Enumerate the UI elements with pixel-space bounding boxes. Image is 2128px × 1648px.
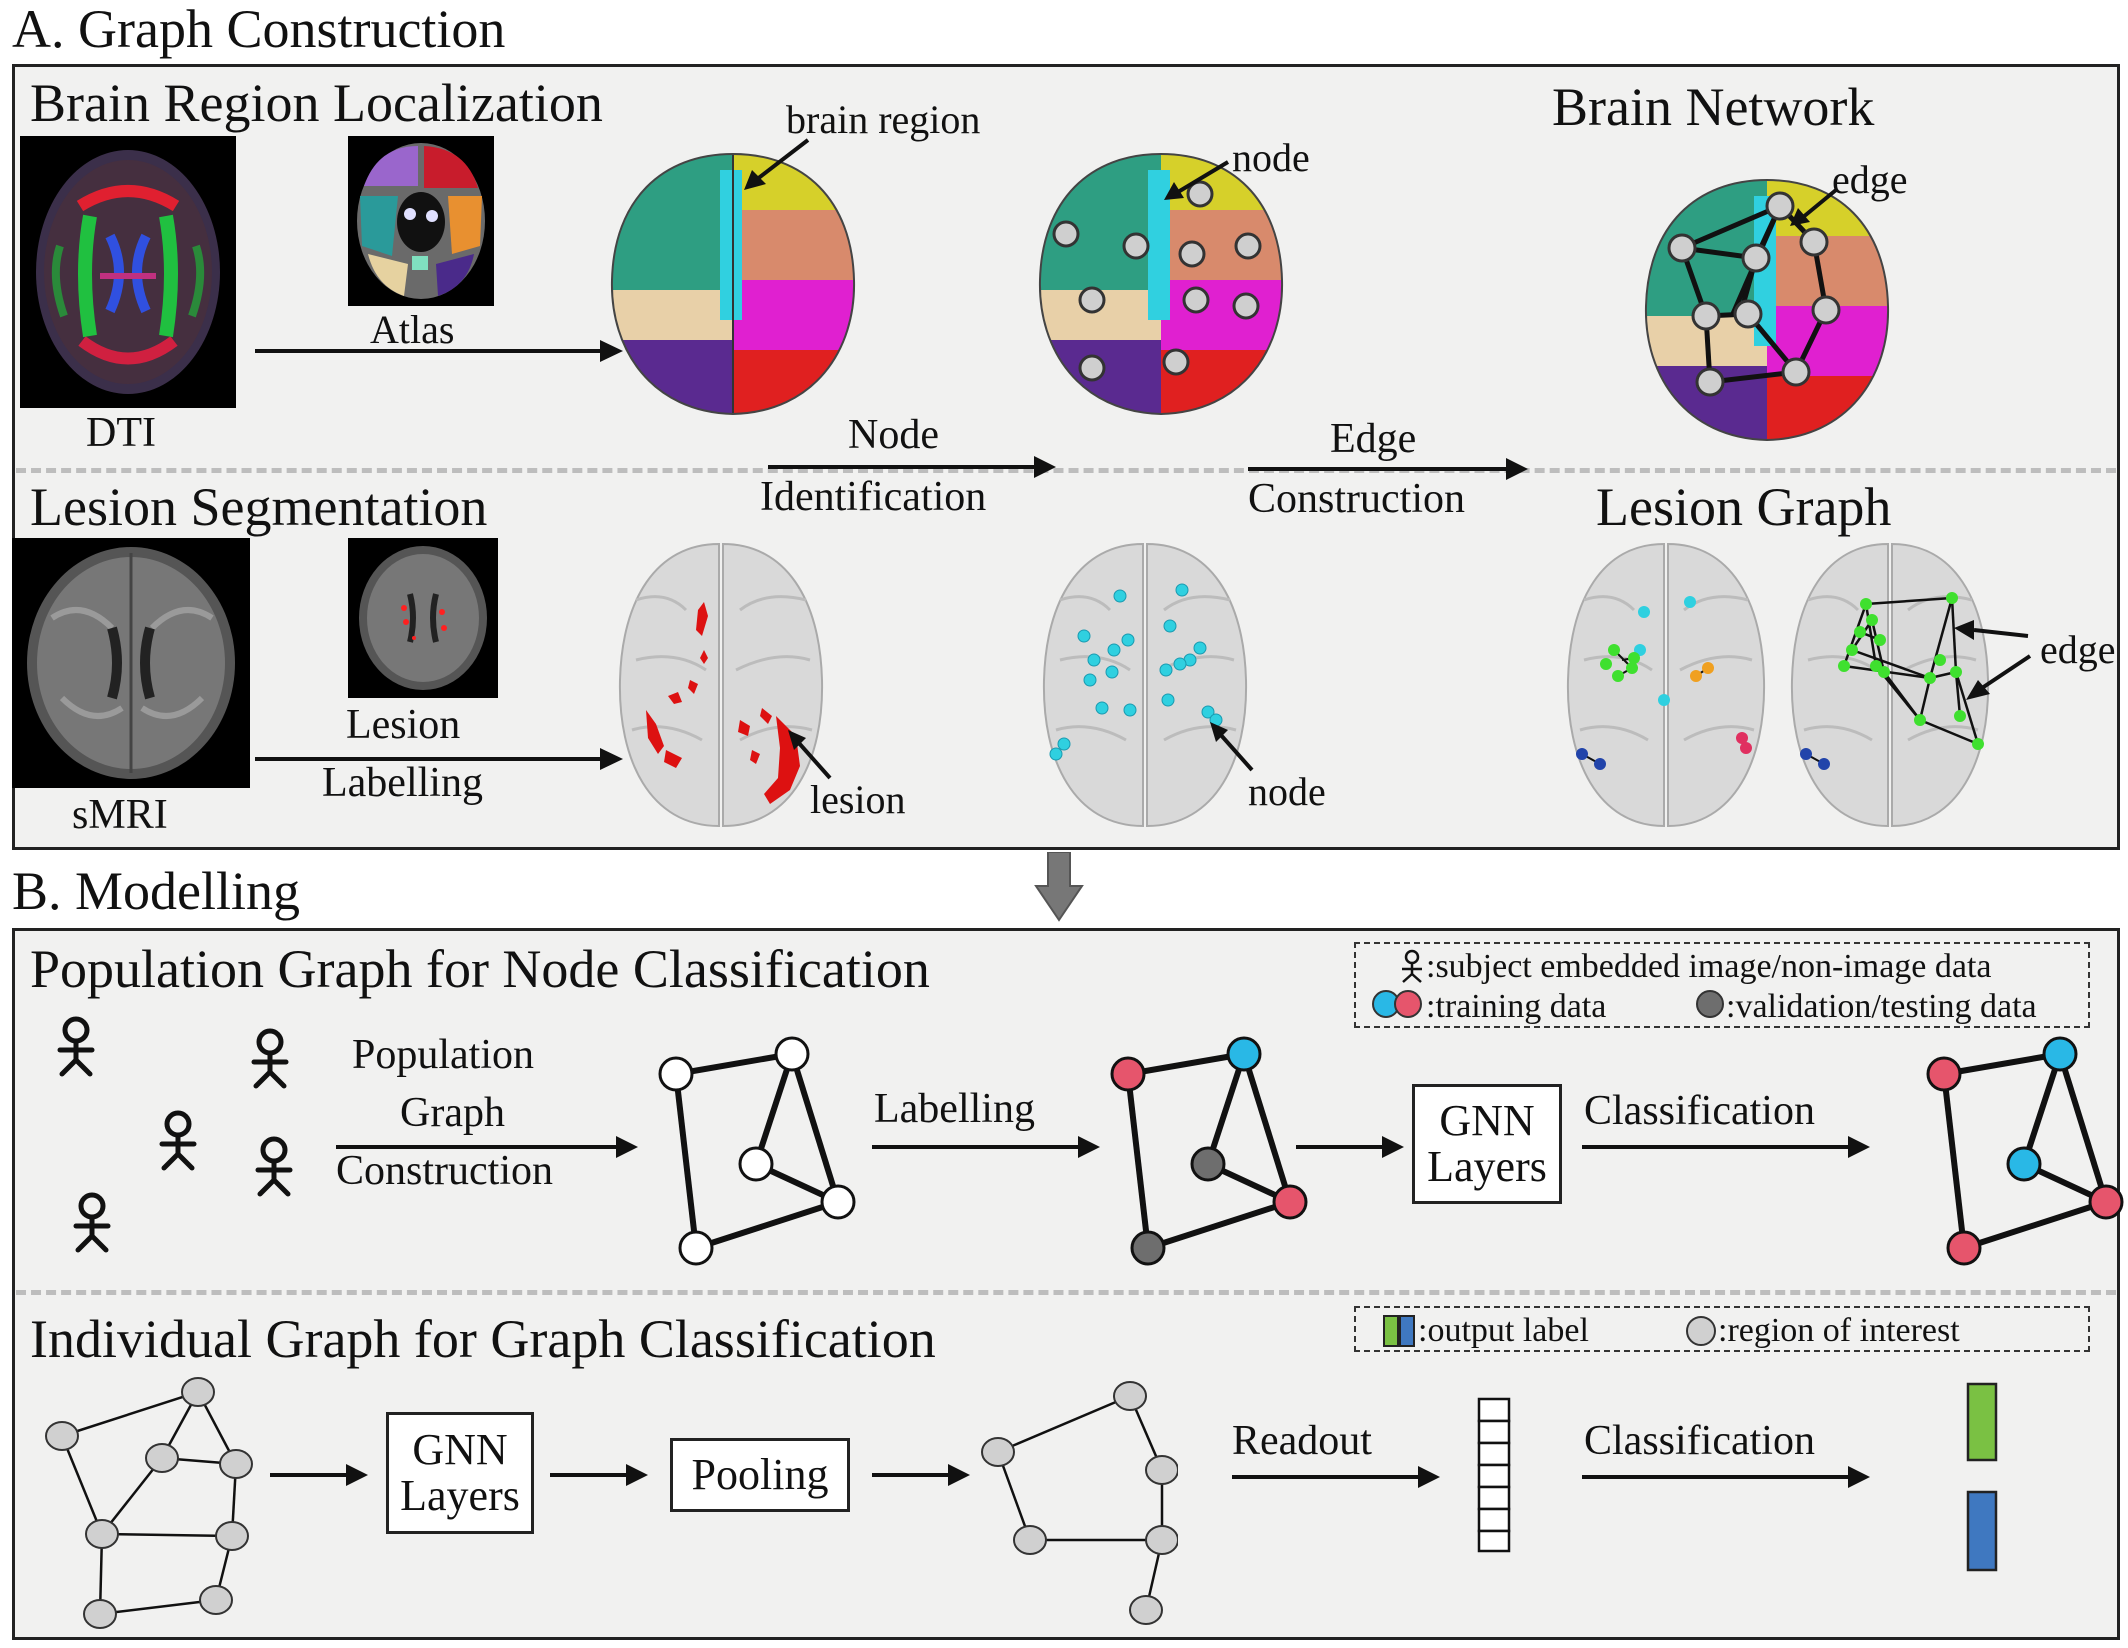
subject-icon bbox=[1402, 949, 1422, 983]
legend-roi-text: :region of interest bbox=[1718, 1312, 1960, 1349]
lesion-graph-title: Lesion Graph bbox=[1596, 477, 1892, 537]
to-individual-gnn-arrow bbox=[270, 1464, 368, 1486]
down-arrow bbox=[1034, 852, 1084, 922]
population-gnn-line2: Layers bbox=[1427, 1142, 1547, 1191]
lesion-node-label: node bbox=[1248, 769, 1326, 814]
graph-construction-divider bbox=[16, 468, 2116, 473]
smri-scan-image bbox=[12, 538, 250, 788]
brain-node-label: node bbox=[1232, 135, 1310, 180]
individual-gnn-line1: GNN bbox=[412, 1424, 508, 1474]
node-identification-line1: Node bbox=[848, 412, 939, 458]
lesion-labelling-image bbox=[348, 538, 498, 698]
training-data-icon bbox=[1372, 990, 1422, 1018]
lesion-label: lesion bbox=[810, 777, 906, 822]
brain-network-title: Brain Network bbox=[1552, 77, 1875, 137]
smri-label: sMRI bbox=[72, 792, 168, 838]
brain-edge-label: edge bbox=[1832, 157, 1908, 202]
population-classification-label: Classification bbox=[1584, 1088, 1815, 1134]
legend-validation-text: :validation/testing data bbox=[1726, 988, 2037, 1025]
lesion-labelling-line2: Labelling bbox=[322, 760, 483, 806]
lesion-arrow bbox=[788, 730, 832, 780]
legend-subject-text: :subject embedded image/non-image data bbox=[1426, 948, 1992, 985]
individual-classification-label: Classification bbox=[1584, 1418, 1815, 1464]
modelling-divider bbox=[16, 1290, 2116, 1295]
population-construction-arrow bbox=[336, 1136, 638, 1158]
brain-with-nodes bbox=[1038, 152, 1284, 416]
lesion-brain bbox=[618, 542, 824, 828]
edge-construction-line1: Edge bbox=[1330, 416, 1417, 462]
atlas-image bbox=[348, 136, 494, 306]
brain-node-arrow bbox=[1164, 160, 1230, 200]
lesion-graph-brain-right bbox=[1790, 542, 1990, 828]
validation-data-icon bbox=[1696, 990, 1724, 1018]
subject-figures bbox=[57, 1016, 293, 1253]
section-a-title: A. Graph Construction bbox=[12, 0, 506, 59]
population-graph-title: Population Graph for Node Classification bbox=[30, 939, 930, 999]
to-pooling-arrow bbox=[550, 1464, 648, 1486]
atlas-arrow bbox=[255, 340, 623, 362]
population-graph-classified bbox=[1926, 1036, 2124, 1266]
brain-region-label: brain region bbox=[786, 97, 981, 142]
lesion-graph-brain-left bbox=[1566, 542, 1766, 828]
brain-region-arrow bbox=[744, 138, 810, 190]
labelling-label: Labelling bbox=[874, 1086, 1035, 1132]
node-identification-line2: Identification bbox=[760, 474, 987, 520]
individual-gnn-line2: Layers bbox=[400, 1471, 520, 1520]
to-gnn-arrow bbox=[1296, 1136, 1404, 1158]
legend-training-text: :training data bbox=[1426, 988, 1607, 1025]
readout-vector bbox=[1477, 1397, 1511, 1553]
dti-label: DTI bbox=[86, 410, 156, 456]
pooling-label: Pooling bbox=[691, 1449, 829, 1499]
lesion-edge-label: edge bbox=[2040, 627, 2116, 672]
population-construction-line2: Graph bbox=[400, 1090, 505, 1136]
roi-icon bbox=[1686, 1316, 1716, 1346]
population-graph-unlabelled bbox=[658, 1036, 856, 1266]
parcellated-brain bbox=[610, 152, 856, 416]
to-pooled-graph-arrow bbox=[872, 1464, 970, 1486]
brain-network bbox=[1644, 178, 1890, 442]
individual-graph-input bbox=[45, 1377, 253, 1629]
section-b-title: B. Modelling bbox=[12, 861, 301, 921]
output-label-icon bbox=[1383, 1315, 1415, 1347]
individual-legend: :output label :region of interest bbox=[1354, 1306, 2090, 1352]
population-graph-labelled bbox=[1110, 1036, 1308, 1266]
dti-scan-image bbox=[20, 136, 236, 408]
population-construction-line3: Construction bbox=[336, 1148, 553, 1194]
brain-edge-arrow bbox=[1790, 188, 1838, 226]
population-legend: :subject embedded image/non-image data :… bbox=[1354, 942, 2090, 1028]
lesion-edge-arrows bbox=[1954, 620, 2032, 700]
population-construction-line1: Population bbox=[352, 1032, 535, 1078]
output-label-bars bbox=[1966, 1382, 1998, 1572]
pooling-box: Pooling bbox=[670, 1438, 850, 1512]
modelling-panel bbox=[12, 928, 2120, 1640]
node-identification-arrow bbox=[768, 456, 1056, 478]
edge-construction-arrow bbox=[1248, 458, 1528, 480]
brain-region-localization-title: Brain Region Localization bbox=[30, 73, 603, 133]
population-gnn-line1: GNN bbox=[1439, 1095, 1535, 1145]
edge-construction-line2: Construction bbox=[1248, 476, 1465, 522]
lesion-segmentation-title: Lesion Segmentation bbox=[30, 477, 488, 537]
atlas-label: Atlas bbox=[370, 307, 455, 352]
individual-classification-arrow bbox=[1582, 1466, 1870, 1488]
legend-output-text: :output label bbox=[1418, 1312, 1589, 1349]
readout-arrow bbox=[1232, 1466, 1440, 1488]
lesion-labelling-line1: Lesion bbox=[346, 702, 461, 748]
lesion-labelling-arrow bbox=[255, 748, 623, 770]
lesion-node-arrow bbox=[1210, 722, 1254, 772]
population-classification-arrow bbox=[1582, 1136, 1870, 1158]
readout-label: Readout bbox=[1232, 1418, 1372, 1464]
individual-graph-title: Individual Graph for Graph Classificatio… bbox=[30, 1309, 936, 1369]
lesion-nodes-brain bbox=[1042, 542, 1248, 828]
labelling-arrow bbox=[872, 1136, 1100, 1158]
individual-graph-pooled bbox=[981, 1381, 1178, 1625]
